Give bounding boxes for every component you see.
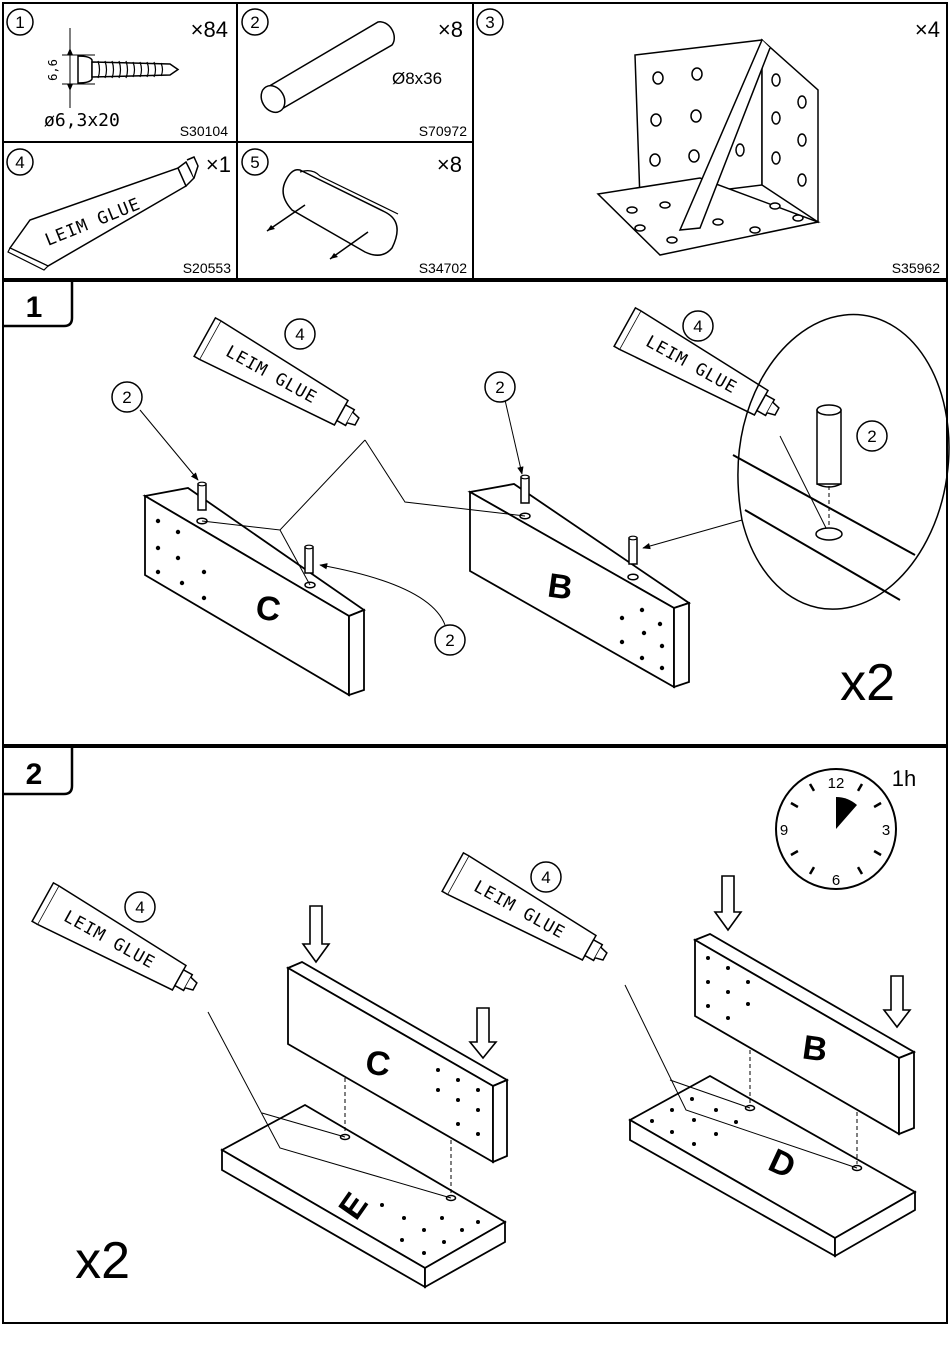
part-3-number: 3 bbox=[485, 13, 494, 32]
part-1-cell: 1 ×84 6,6 ø6,3x20 S30104 bbox=[7, 9, 228, 139]
step-1-callout-dowel-bottom: 2 bbox=[445, 631, 454, 650]
part-2-number: 2 bbox=[250, 13, 259, 32]
step-1-panel-c: C bbox=[145, 482, 364, 695]
step-1-panel-b-letter: B bbox=[545, 566, 575, 607]
step-2-repeat: x2 bbox=[75, 1232, 130, 1290]
dowel-icon bbox=[817, 405, 841, 487]
step-2-panel-b-letter: B bbox=[800, 1028, 830, 1069]
screw-icon bbox=[62, 28, 178, 108]
step-2-panel-c-letter: C bbox=[363, 1043, 393, 1084]
down-arrow-icon bbox=[884, 976, 910, 1027]
step-1-callout-glue-left: 4 bbox=[295, 325, 304, 344]
step-1-glue-tube-left: LEIM GLUE bbox=[194, 318, 368, 441]
dowel-icon bbox=[256, 22, 394, 117]
step-1-detail-circle: 2 bbox=[733, 315, 949, 610]
clock-number-3: 3 bbox=[882, 822, 890, 839]
step-2-glue-tube-right: LEIM GLUE bbox=[442, 853, 616, 976]
dowel-icon bbox=[198, 482, 206, 510]
step-2-glue-tube-left: LEIM GLUE bbox=[32, 883, 206, 1006]
part-2-code: S70972 bbox=[419, 123, 467, 139]
step-1-panel-c-letter: C bbox=[253, 588, 283, 629]
clock-icon: 12 3 6 9 1h bbox=[776, 766, 916, 889]
step-1-number: 1 bbox=[26, 291, 43, 324]
part-5-quantity: ×8 bbox=[437, 152, 462, 177]
angle-bracket-icon bbox=[598, 40, 818, 255]
part-1-code: S30104 bbox=[180, 123, 228, 139]
part-3-code: S35962 bbox=[892, 260, 940, 276]
step-2-number: 2 bbox=[26, 758, 43, 791]
part-5-code: S34702 bbox=[419, 260, 467, 276]
part-1-number: 1 bbox=[15, 13, 24, 32]
step-1-callout-dowel-middle: 2 bbox=[495, 378, 504, 397]
down-arrow-icon bbox=[715, 876, 741, 930]
dowel-icon bbox=[305, 545, 313, 573]
down-arrow-icon bbox=[470, 1008, 496, 1058]
part-5-cell: 5 ×8 S34702 bbox=[242, 149, 467, 276]
part-1-quantity: ×84 bbox=[191, 17, 228, 42]
down-arrow-icon bbox=[303, 906, 329, 962]
part-3-quantity: ×4 bbox=[915, 17, 940, 42]
step-2-callout-glue-left: 4 bbox=[135, 898, 144, 917]
glue-tube-icon: LEIM GLUE bbox=[8, 157, 198, 270]
step-1-callout-dowel-detail: 2 bbox=[867, 427, 876, 446]
part-4-code: S20553 bbox=[183, 260, 231, 276]
part-2-quantity: ×8 bbox=[438, 17, 463, 42]
part-4-number: 4 bbox=[15, 153, 24, 172]
step-1-panel-b: B bbox=[470, 475, 689, 687]
clock-number-9: 9 bbox=[780, 822, 788, 839]
step-1-repeat: x2 bbox=[840, 654, 895, 712]
part-4-cell: 4 ×1 LEIM GLUE S20553 bbox=[7, 149, 231, 276]
part-1-dimension: ø6,3x20 bbox=[44, 110, 120, 131]
part-4-quantity: ×1 bbox=[206, 152, 231, 177]
step-1-callout-glue-right: 4 bbox=[693, 317, 702, 336]
part-5-number: 5 bbox=[250, 153, 259, 172]
furniture-glide-icon bbox=[267, 170, 398, 259]
dowel-icon bbox=[629, 536, 637, 564]
clock-number-6: 6 bbox=[832, 872, 840, 889]
dowel-icon bbox=[521, 475, 529, 503]
part-3-cell: 3 ×4 S35962 bbox=[477, 9, 940, 276]
step-2-callout-glue-right: 4 bbox=[541, 868, 550, 887]
part-1-head-dimension: 6,6 bbox=[46, 59, 60, 81]
part-2-cell: 2 ×8 Ø8x36 S70972 bbox=[242, 9, 467, 139]
part-2-dimension: Ø8x36 bbox=[392, 69, 442, 88]
step-1-callout-dowel-left: 2 bbox=[122, 388, 131, 407]
clock-number-12: 12 bbox=[828, 775, 845, 792]
clock-duration: 1h bbox=[892, 766, 916, 791]
